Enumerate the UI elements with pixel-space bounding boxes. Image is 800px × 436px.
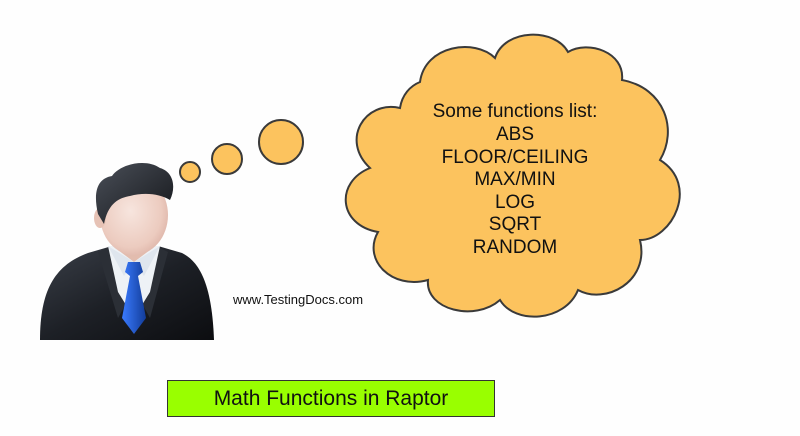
large-thought-circle: [258, 119, 304, 165]
function-item-max-min: MAX/MIN: [474, 169, 556, 190]
function-list-heading: Some functions list:: [432, 101, 598, 122]
cloud-shape: [344, 33, 681, 318]
function-item-sqrt: SQRT: [488, 214, 542, 235]
slide-title-box: Math Functions in Raptor: [167, 380, 495, 417]
function-item-random: RANDOM: [472, 236, 558, 258]
function-item-log: LOG: [494, 191, 536, 213]
small-thought-circle: [179, 161, 201, 183]
medium-thought-circle: [211, 143, 243, 175]
function-list: Some functions list: ABS FLOOR/CEILING M…: [390, 100, 640, 259]
function-item-floor-ceiling: FLOOR/CEILING: [441, 146, 589, 168]
slide-title: Math Functions in Raptor: [213, 386, 449, 410]
thought-bubble-icon: [179, 33, 681, 318]
businessman-icon: [40, 162, 214, 340]
function-item-abs: ABS: [495, 124, 535, 145]
website-watermark: www.TestingDocs.com: [233, 292, 364, 307]
